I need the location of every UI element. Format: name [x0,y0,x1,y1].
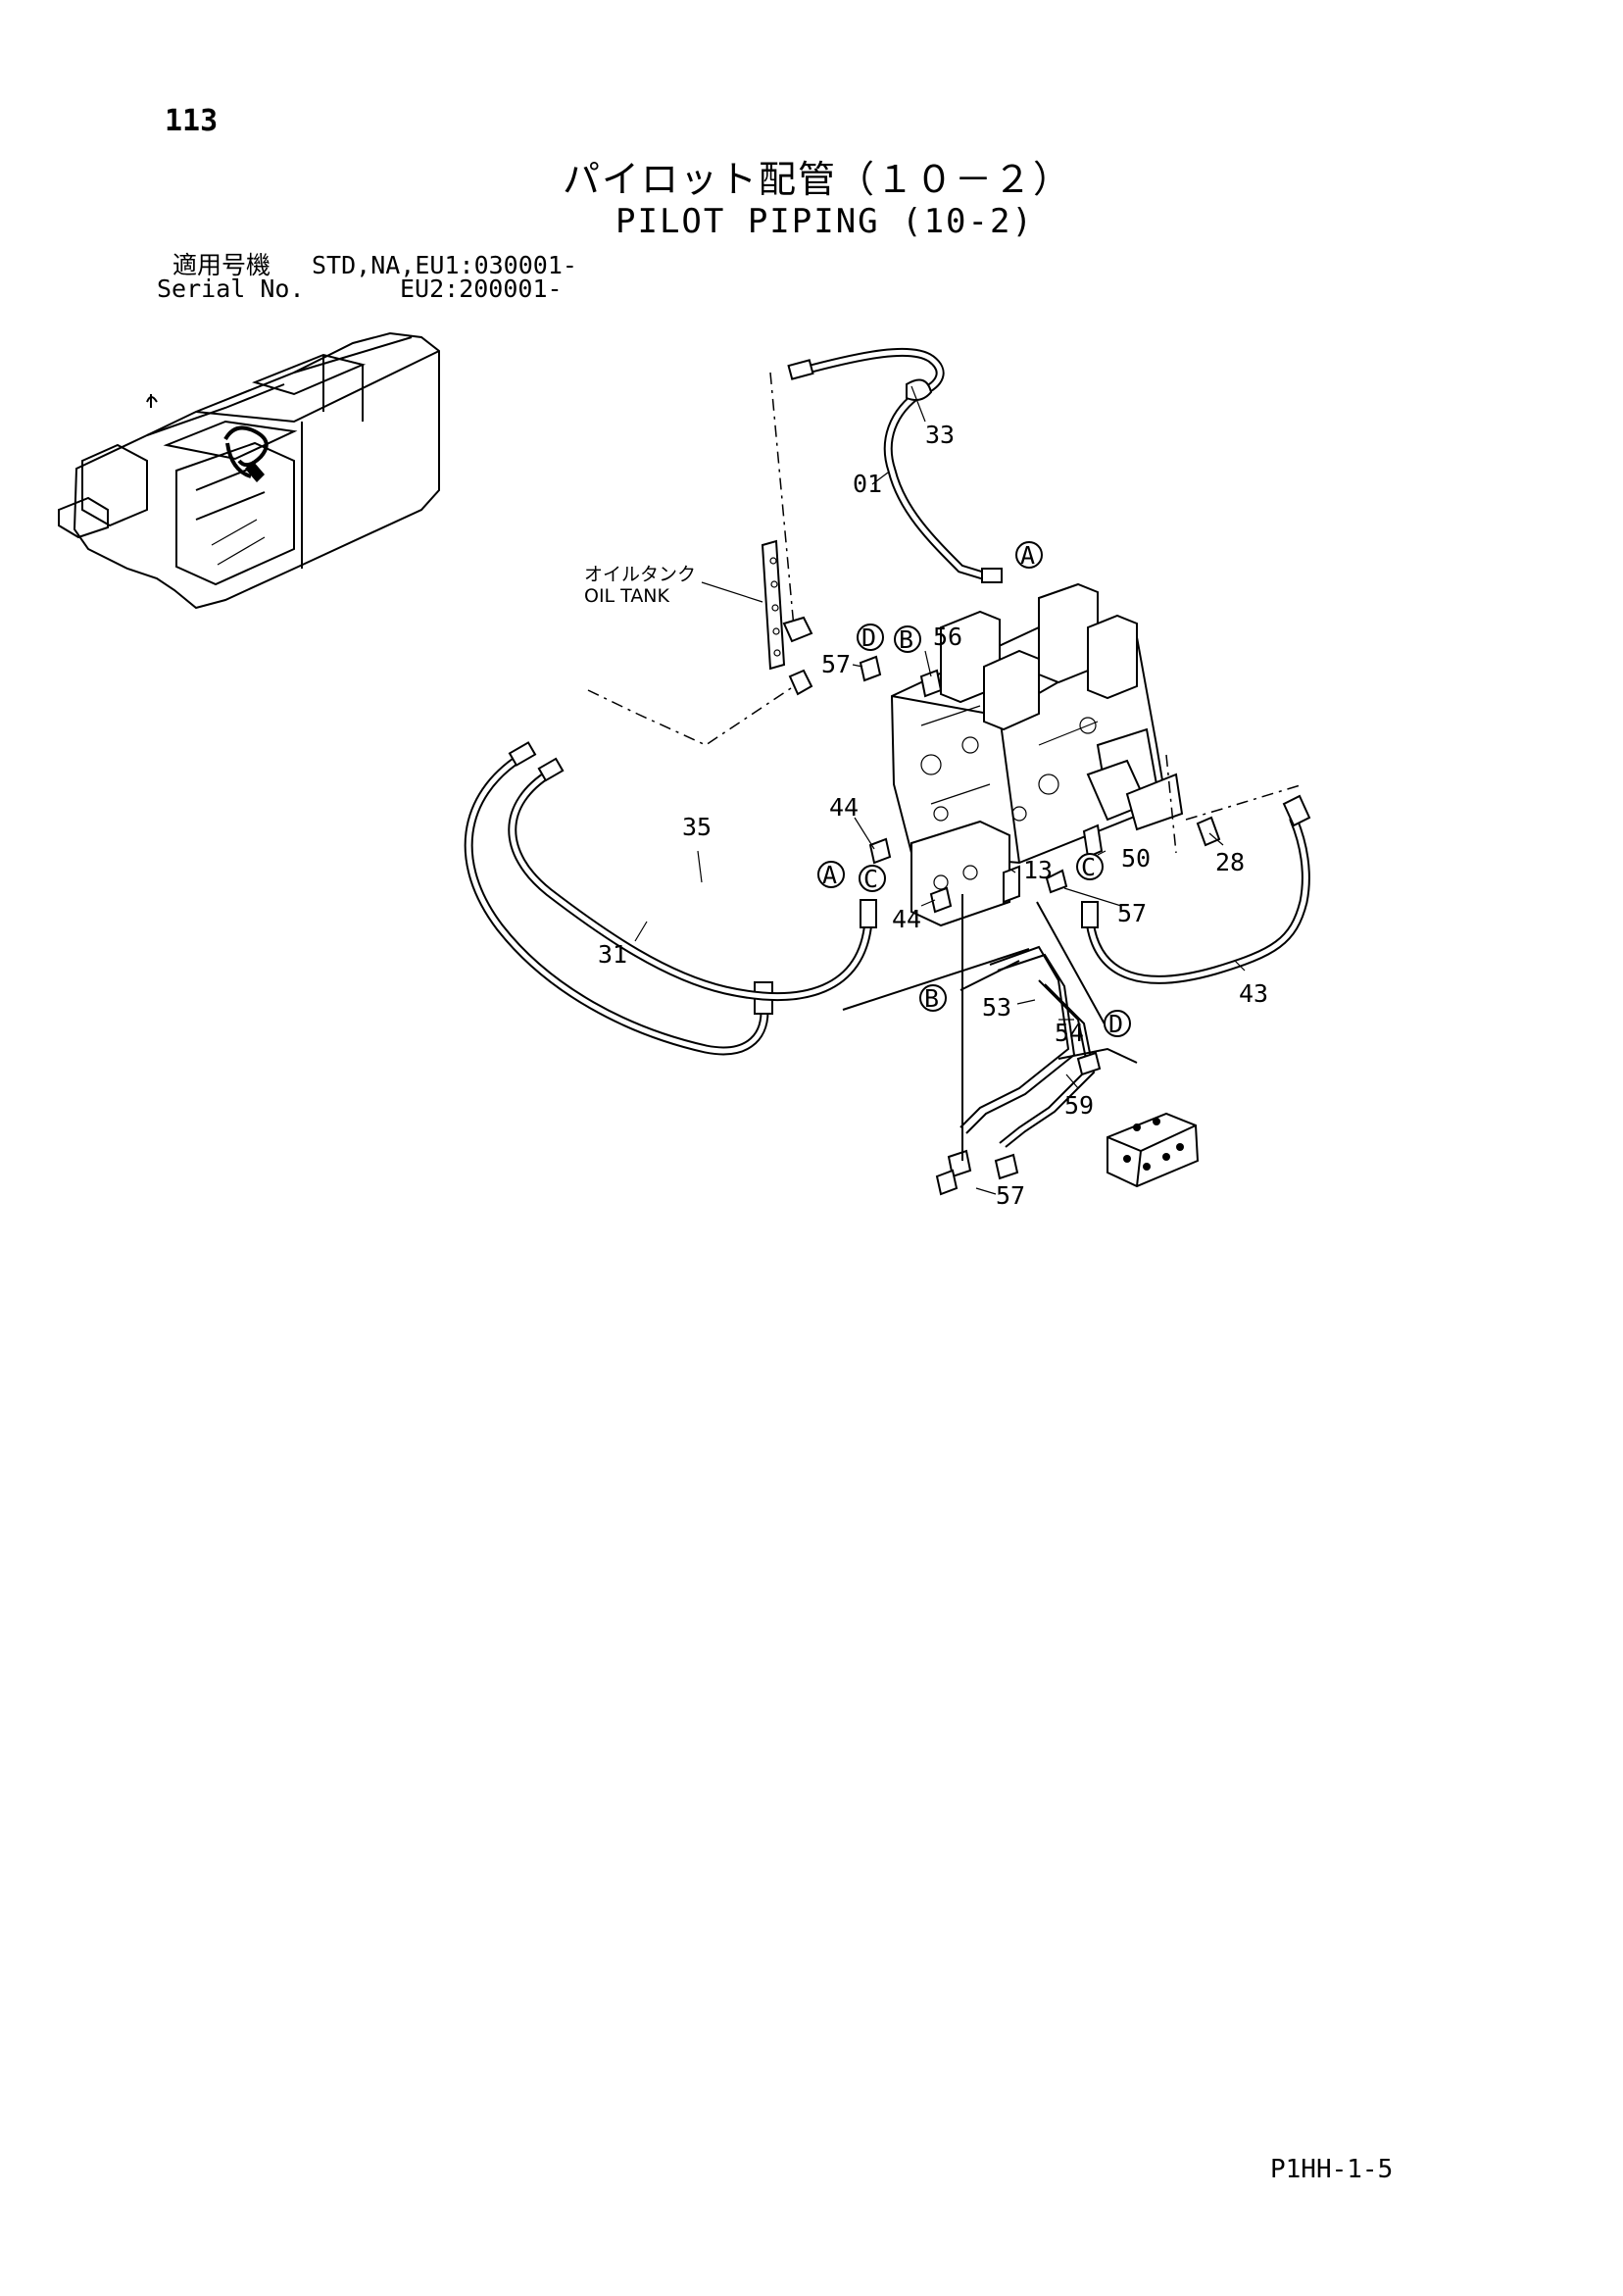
callout-59: 59 [1064,1091,1094,1120]
routing-line-bottom [842,948,1030,1011]
fitting-44-lower [929,886,953,914]
oil-tank-label-en: OIL TANK [584,585,670,607]
routing-line-b [959,960,1020,991]
marker-a-left: A [822,861,837,889]
center-line-upper [769,372,795,628]
callout-57-bottom: 57 [996,1181,1025,1210]
callout-43: 43 [1239,979,1268,1008]
callout-31: 31 [598,940,627,969]
fitting-44-upper [868,837,892,865]
fitting-57-top [859,655,882,682]
callout-56: 56 [933,623,962,651]
callout-13: 13 [1023,856,1053,884]
page-number: 113 [165,104,219,138]
hose-01 [787,347,1003,583]
callout-44-upper: 44 [829,793,859,822]
hose-31 [464,741,773,1056]
callout-28: 28 [1215,848,1245,876]
hose-43 [1081,794,1311,984]
callout-33: 33 [925,421,955,449]
manifold-block [1107,1112,1200,1188]
callout-57-right: 57 [1117,899,1147,927]
fitting-50 [1082,824,1104,859]
callout-57-top: 57 [821,650,851,678]
marker-c-left: C [863,865,878,893]
control-valve-assembly [890,582,1184,927]
marker-a-top: A [1020,541,1035,570]
serial-label-japanese: 適用号機 [172,251,271,279]
oil-tank-leader [701,581,763,603]
machine-overview-illustration [58,331,440,610]
oil-tank-bracket [761,539,813,696]
part-callouts: 33 01 56 57 44 35 31 44 13 50 28 57 43 5… [598,421,1268,1210]
center-line-right [1185,783,1304,821]
center-line-tank [587,685,795,746]
callout-01: 01 [853,470,882,498]
center-line-valve-right [1165,754,1177,854]
marker-b-top: B [899,625,913,654]
marker-b-bottom: B [924,984,939,1013]
leader-lines [634,385,1246,1195]
serial-value-line1: STD,NA,EU1:030001- [312,251,577,279]
callout-44-lower: 44 [892,905,921,933]
page-title-japanese: パイロット配管（１０－２） [563,158,1073,201]
fitting-13 [1003,865,1020,904]
serial-value-line2: EU2:200001- [400,275,563,303]
marker-d-bottom: D [1108,1010,1123,1038]
fitting-28 [1196,816,1221,847]
fitting-57-right [1045,869,1068,894]
reference-markers: A D B A C C B D [817,541,1131,1038]
marker-c-right: C [1081,853,1096,881]
footer-page-code: P1HH-1-5 [1270,2155,1394,2184]
serial-label-english: Serial No. [157,275,305,303]
hose-35 [508,757,877,1001]
callout-53: 53 [982,993,1011,1022]
marker-d-top: D [861,624,876,652]
fitting-56 [919,669,943,698]
oil-tank-label-jp: オイルタンク [584,564,696,585]
callout-54: 54 [1055,1019,1084,1047]
page-title-english: PILOT PIPING (10-2) [615,202,1034,241]
pipe-vertical-right [1036,901,1108,1030]
callout-35: 35 [682,813,712,841]
pipe-bundle-53-54-59 [935,945,1138,1196]
callout-50: 50 [1121,844,1151,873]
